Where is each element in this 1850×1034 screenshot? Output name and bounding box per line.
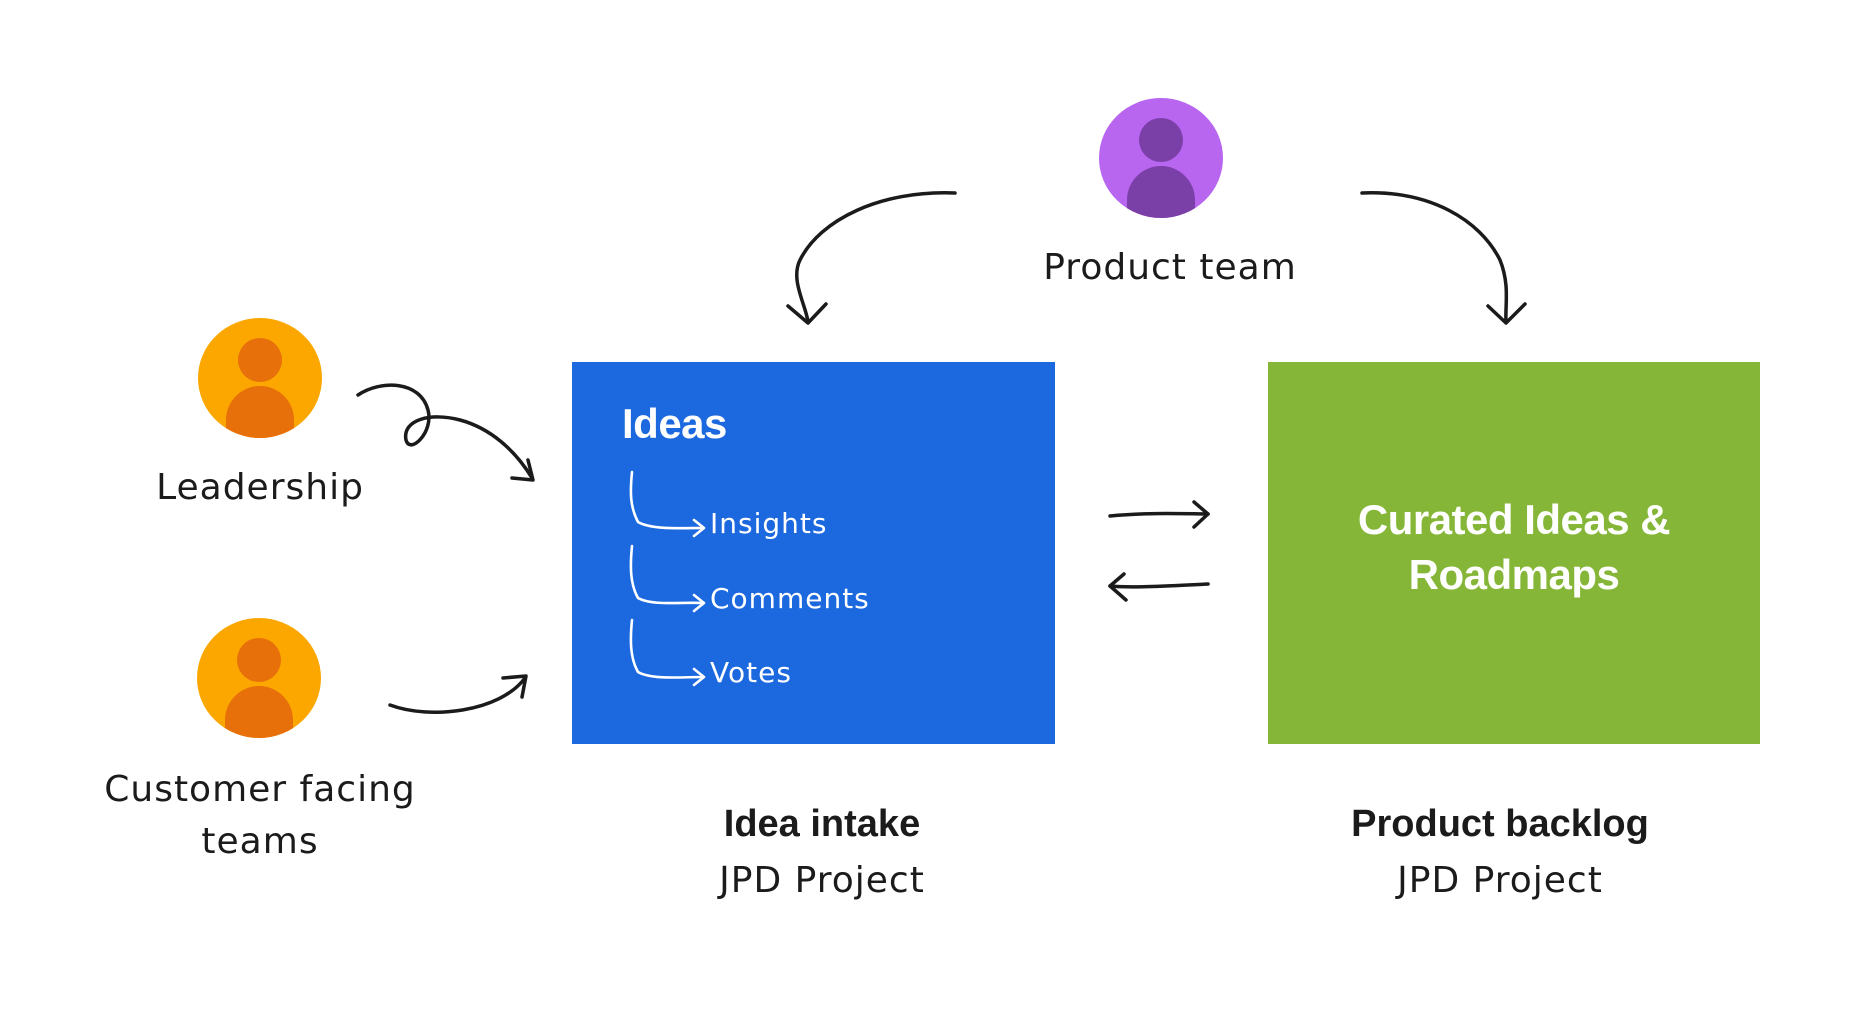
product-team-label: Product team	[1043, 247, 1297, 288]
curated-ideas-title: Curated Ideas & Roadmaps	[1357, 496, 1671, 598]
arrow-curated-to-ideas	[1108, 582, 1210, 589]
product-backlog-title: Product backlog	[1351, 803, 1649, 845]
leadership-label: Leadership	[156, 467, 364, 508]
product-backlog-subtitle: JPD Project	[1397, 860, 1603, 901]
arrow-customer-facing-to-ideas	[388, 676, 527, 714]
product-backlog-caption: Product backlog JPD Project	[1300, 798, 1700, 912]
ideas-title: Ideas	[622, 400, 727, 447]
arrow-ideas-to-curated	[1108, 511, 1210, 518]
arrow-leadership-to-ideas	[356, 383, 534, 480]
customer-facing-label: Customer facing teams	[104, 769, 416, 862]
branch-connector-votes	[629, 618, 704, 679]
ideas-branch-connectors	[629, 470, 706, 687]
ideas-box: Ideas Insights Comments Votes	[572, 362, 1055, 744]
branch-connector-insights	[629, 470, 704, 530]
idea-intake-title: Idea intake	[723, 803, 921, 845]
curated-ideas-box: Curated Ideas & Roadmaps	[1268, 362, 1760, 744]
arrow-product-team-to-ideas	[794, 191, 957, 324]
ideas-item-insights: Insights	[710, 507, 828, 540]
ideas-item-votes: Votes	[710, 656, 792, 689]
leadership-avatar-icon	[198, 318, 322, 438]
ideas-item-comments: Comments	[710, 582, 870, 615]
idea-intake-caption: Idea intake JPD Project	[622, 798, 1022, 912]
arrow-product-team-to-curated	[1360, 191, 1509, 324]
idea-intake-subtitle: JPD Project	[719, 860, 925, 901]
branch-connector-comments	[629, 544, 704, 605]
product-team-avatar-icon	[1099, 98, 1223, 218]
customer-facing-avatar-icon	[197, 618, 321, 738]
